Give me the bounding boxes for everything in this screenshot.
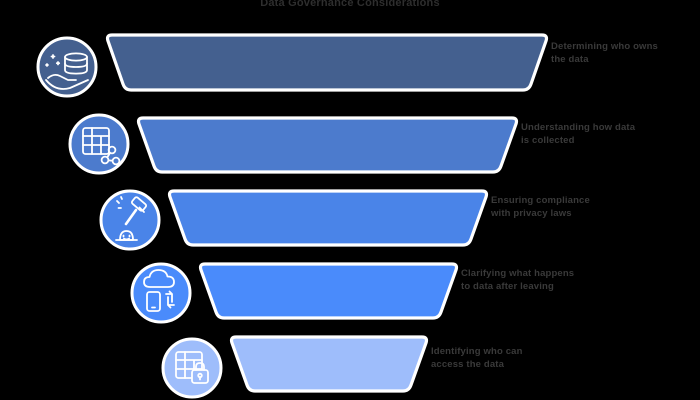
funnel-label-2: Understanding how data is collected: [521, 121, 635, 147]
funnel-label-5-line2: access the data: [431, 359, 505, 370]
funnel-band-4[interactable]: [198, 262, 459, 320]
funnel-label-4: Clarifying what happens to data after le…: [461, 267, 574, 293]
gavel-icon: [99, 189, 161, 251]
funnel-band-2[interactable]: [136, 116, 519, 174]
funnel-band-5[interactable]: [229, 335, 429, 393]
funnel-label-2-line1: Understanding how data: [521, 122, 636, 133]
chart-title: Data Governance Considerations: [260, 0, 440, 9]
funnel-label-3: Ensuring compliance with privacy laws: [491, 194, 590, 220]
funnel-label-3-line2: with privacy laws: [491, 208, 572, 219]
funnel-label-4-line1: Clarifying what happens: [461, 268, 575, 279]
funnel-label-1: Determining who owns the data: [551, 40, 658, 66]
hand-holding-database-icon: [36, 36, 98, 98]
table-share-icon: [68, 113, 130, 175]
funnel-label-5: Identifying who can access the data: [431, 345, 523, 371]
funnel-label-4-line2: to data after leaving: [461, 281, 554, 292]
funnel-label-5-line1: Identifying who can: [431, 346, 523, 357]
funnel-label-1-line2: the data: [551, 54, 589, 65]
funnel-label-1-line1: Determining who owns: [551, 41, 658, 52]
funnel-label-3-line1: Ensuring compliance: [491, 195, 590, 206]
funnel-band-3[interactable]: [167, 189, 489, 247]
funnel-band-1[interactable]: [105, 33, 549, 92]
cloud-sync-phone-icon: [130, 262, 192, 324]
funnel-label-2-line2: is collected: [521, 135, 575, 146]
table-lock-icon: [161, 337, 223, 399]
